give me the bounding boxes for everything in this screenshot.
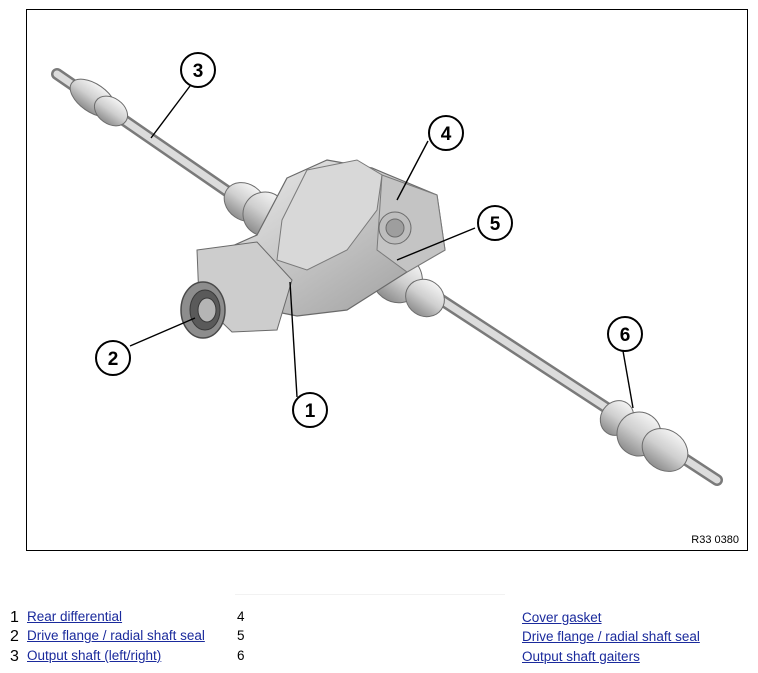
callout-number: 4 [441, 124, 452, 145]
divider [235, 594, 505, 595]
diagram-frame: 1 2 3 4 5 6 R33 0380 [26, 9, 748, 551]
callout-number: 5 [490, 214, 501, 235]
callout-1: 1 [292, 392, 328, 428]
legend-link-output-shaft[interactable]: Output shaft (left/right) [27, 648, 162, 663]
callout-2: 2 [95, 340, 131, 376]
legend-link-drive-flange-seal-2[interactable]: Drive flange / radial shaft seal [522, 629, 700, 644]
rear-axle-illustration: 1 2 3 4 5 6 [51, 52, 723, 486]
legend-link-output-shaft-gaiters[interactable]: Output shaft gaiters [522, 649, 640, 664]
legend-row-4: Cover gasket [522, 609, 602, 627]
legend-number-4: 4 [237, 609, 245, 624]
legend-number: 1 [10, 609, 19, 626]
callout-6: 6 [607, 316, 643, 352]
callout-5: 5 [477, 205, 513, 241]
callout-3: 3 [180, 52, 216, 88]
legend-link-drive-flange-seal[interactable]: Drive flange / radial shaft seal [27, 628, 205, 643]
legend-link-cover-gasket[interactable]: Cover gasket [522, 610, 602, 625]
leader-lines [129, 85, 634, 409]
callout-4: 4 [428, 115, 464, 151]
callout-number: 6 [620, 325, 631, 346]
right-output-shaft [371, 252, 723, 486]
figure-reference: R33 0380 [691, 534, 739, 546]
legend-row-5: Drive flange / radial shaft seal [522, 628, 700, 646]
legend-number: 2 [10, 628, 19, 645]
callout-number: 2 [108, 349, 119, 370]
legend-row-6: Output shaft gaiters [522, 648, 640, 666]
front-drive-flange [180, 281, 226, 339]
callout-number: 1 [305, 401, 316, 422]
left-output-shaft [51, 68, 288, 237]
legend-number: 3 [10, 648, 19, 665]
legend-number-6: 6 [237, 648, 245, 663]
legend-link-rear-differential[interactable]: Rear differential [27, 609, 123, 624]
callout-number: 3 [193, 61, 204, 82]
legend-number-5: 5 [237, 628, 245, 643]
